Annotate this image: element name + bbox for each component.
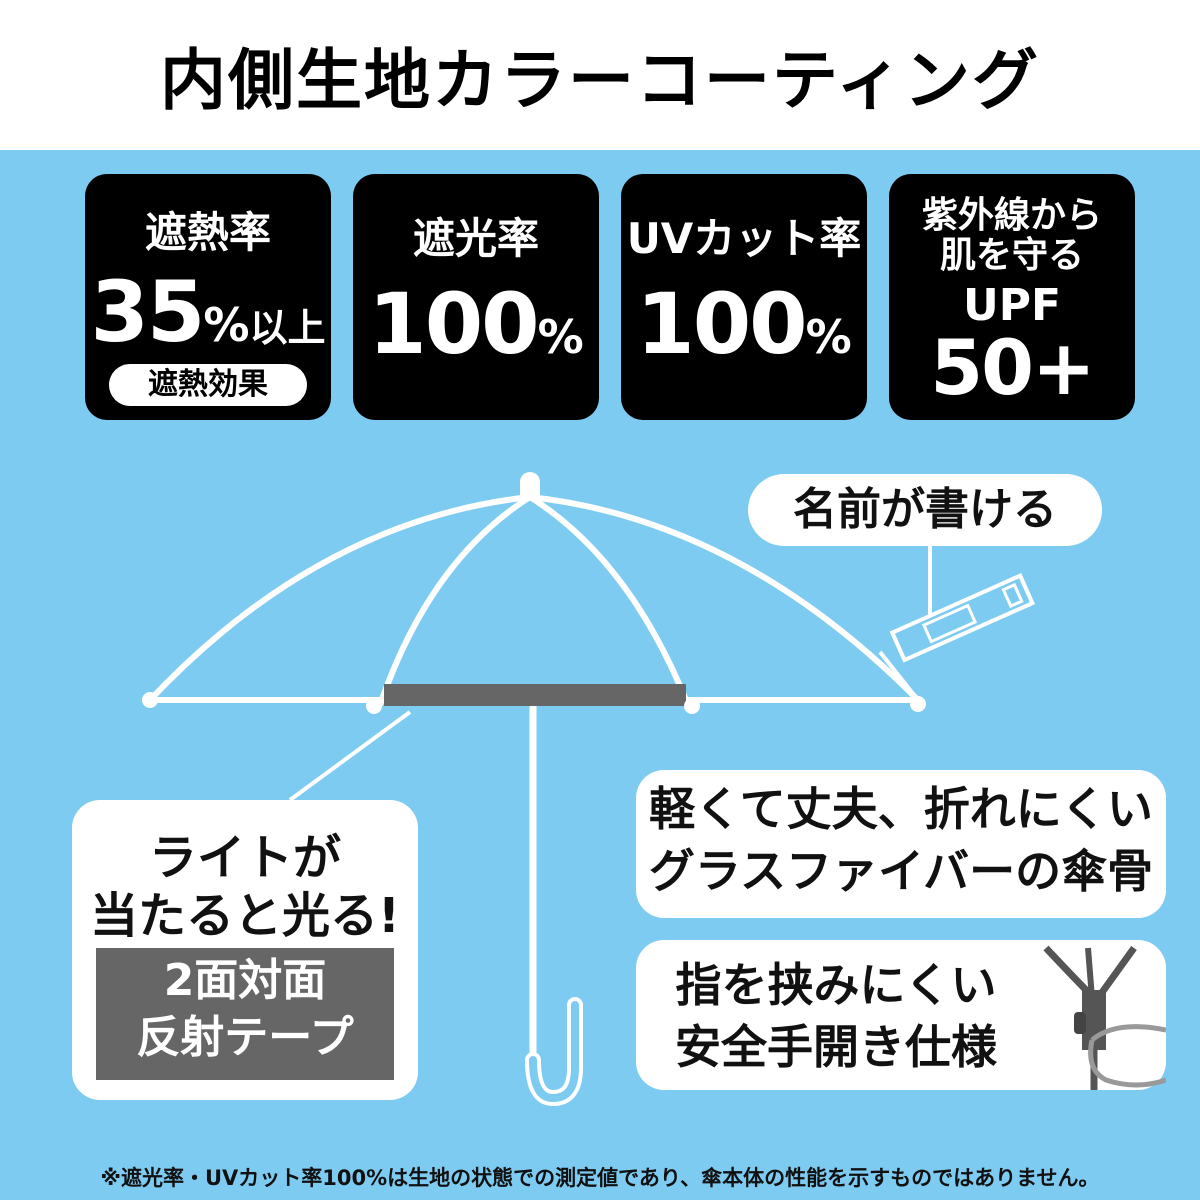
callout-text: 指を挟みにくい 安全手開き仕様 (675, 958, 997, 1075)
callout-name: 名前が書ける (748, 474, 1102, 546)
canopy-panel (377, 493, 691, 707)
handle-inner (529, 1001, 579, 1103)
stat-uv-cut: UVカット率 100% (621, 174, 867, 420)
stat-badge: 遮熱効果 (109, 364, 307, 406)
stat-line3: UPF (962, 280, 1062, 331)
umbrella-tip (520, 472, 540, 497)
rib-tip (684, 698, 700, 714)
callout-text: ライトが 当たると光る! (90, 830, 400, 944)
stat-heat-shield: 遮熱率 35%以上 遮熱効果 (85, 174, 331, 420)
stat-label: 遮光率 (412, 214, 539, 263)
stat-value: 50+ (930, 323, 1095, 412)
stat-value: 100% (368, 275, 584, 373)
callout-safe-open: 指を挟みにくい 安全手開き仕様 (636, 940, 1166, 1090)
stat-value: 35%以上 (90, 263, 326, 361)
tape-label: 2面対面 反射テープ (96, 948, 394, 1080)
rib-tip (910, 696, 926, 712)
reflective-tape (384, 684, 686, 706)
header: 内側生地カラーコーティング (0, 0, 1200, 150)
stat-light-block: 遮光率 100% (353, 174, 599, 420)
rib-tip (366, 698, 382, 714)
stat-label: 遮熱率 (144, 208, 271, 257)
stat-label: UVカット率 (626, 214, 862, 263)
rib-tip (142, 692, 158, 708)
page-title: 内側生地カラーコーティング (159, 42, 1041, 119)
stat-line1: 紫外線から (921, 195, 1102, 236)
stat-upf: 紫外線から 肌を守る UPF 50+ (889, 174, 1135, 420)
leader-line (288, 710, 412, 802)
runner-mechanism-icon (1043, 945, 1166, 1090)
stat-value: 100% (636, 275, 852, 373)
stat-line2: 肌を守る (939, 235, 1084, 276)
footnote: ※遮光率・UVカット率100%は生地の状態での測定値であり、傘本体の性能を示すも… (100, 1166, 1100, 1190)
name-tag (889, 573, 1036, 663)
callout-reflective: ライトが 当たると光る! 2面対面 反射テープ (72, 800, 418, 1100)
rib (878, 650, 920, 702)
callout-glass-fiber: 軽くて丈夫、折れにくい グラスファイバーの傘骨 (636, 770, 1166, 918)
